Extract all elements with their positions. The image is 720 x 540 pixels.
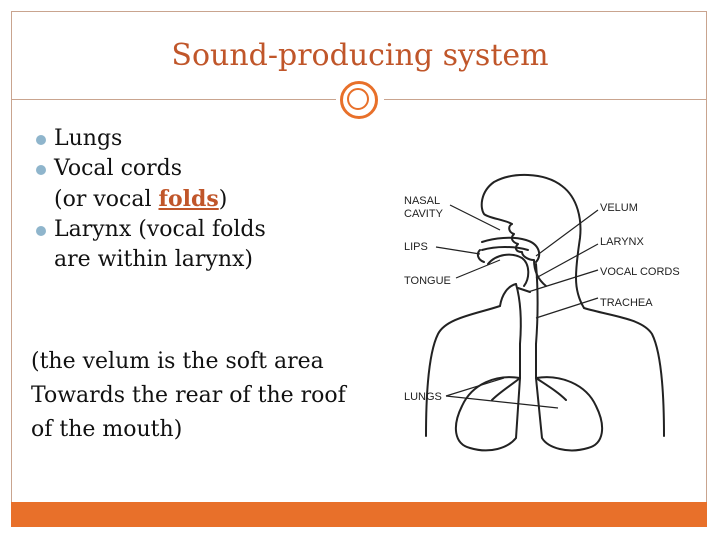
- lung-left: [454, 376, 521, 452]
- bullet-list: Lungs Vocal cords (or vocal folds) Laryn…: [36, 124, 366, 275]
- label-tongue: TONGUE: [404, 275, 451, 287]
- label-trachea: TRACHEA: [600, 297, 653, 309]
- label-lips: LIPS: [404, 241, 428, 253]
- pointer-lungs-2: [445, 395, 559, 409]
- pharynx-back: [535, 263, 539, 345]
- vocal-tract-diagram: NASAL CAVITY LIPS TONGUE LUNGS VELUM LAR…: [404, 173, 680, 452]
- torso-right: [583, 307, 665, 437]
- pointer-lips: [435, 246, 481, 255]
- ring-inner-icon: [347, 88, 369, 110]
- label-velum: VELUM: [600, 202, 638, 214]
- lips: [476, 249, 485, 263]
- bullet-text-pre: (or vocal: [54, 187, 159, 212]
- bullet-continuation: (or vocal folds): [54, 184, 366, 215]
- label-vocal-cords: VOCAL CORDS: [600, 266, 680, 278]
- head-outline: [480, 173, 582, 287]
- lung-right: [535, 376, 604, 452]
- bullet-dot-icon: [36, 226, 46, 236]
- note-line: (the velum is the soft area: [31, 349, 324, 374]
- bullet-text: Vocal cords: [54, 156, 183, 181]
- pointer-tongue: [455, 259, 501, 279]
- bullet-text-post: ): [218, 187, 228, 212]
- bullet-item-larynx: Larynx (vocal folds are within larynx): [36, 215, 366, 275]
- label-cavity: CAVITY: [404, 208, 444, 220]
- palate: [481, 246, 529, 251]
- footer-bar: [11, 502, 707, 527]
- bullet-dot-icon: [36, 165, 46, 175]
- label-larynx: LARYNX: [600, 236, 644, 248]
- label-nasal: NASAL: [404, 195, 440, 207]
- vocal-cords-mark: [517, 287, 531, 293]
- note-line: Towards the rear of the roof: [31, 383, 346, 408]
- pointer-lungs: [445, 377, 505, 397]
- pharynx-front: [515, 283, 522, 345]
- pointer-velum: [535, 209, 599, 257]
- bronchus-right: [535, 377, 567, 401]
- bullet-text: Lungs: [54, 126, 123, 151]
- tongue: [487, 253, 530, 287]
- torso-left: [425, 305, 501, 437]
- label-lungs: LUNGS: [404, 391, 442, 403]
- ring-ornament-icon: [340, 81, 378, 119]
- pointer-larynx: [535, 243, 599, 279]
- pointer-nasal: [449, 204, 501, 231]
- note-line: of the mouth): [31, 417, 183, 442]
- bullet-dot-icon: [36, 135, 46, 145]
- bullet-continuation: are within larynx): [54, 247, 253, 272]
- bullet-item-lungs: Lungs: [36, 124, 366, 154]
- pointer-vocal-cords: [527, 269, 599, 293]
- neck-right: [575, 277, 585, 309]
- pointer-trachea: [535, 297, 599, 319]
- bronchus-left: [491, 377, 521, 401]
- folds-emphasis: folds: [158, 186, 219, 212]
- title-rule-right: [384, 99, 707, 100]
- slide-title: Sound-producing system: [171, 38, 549, 73]
- bullet-text: Larynx (vocal folds: [54, 217, 266, 242]
- velum-note: (the velum is the soft area Towards the …: [31, 345, 391, 447]
- title-rule-left: [11, 99, 336, 100]
- bullet-item-vocal-cords: Vocal cords (or vocal folds): [36, 154, 366, 215]
- neck-left: [499, 283, 517, 307]
- nasal-cavity: [481, 236, 541, 263]
